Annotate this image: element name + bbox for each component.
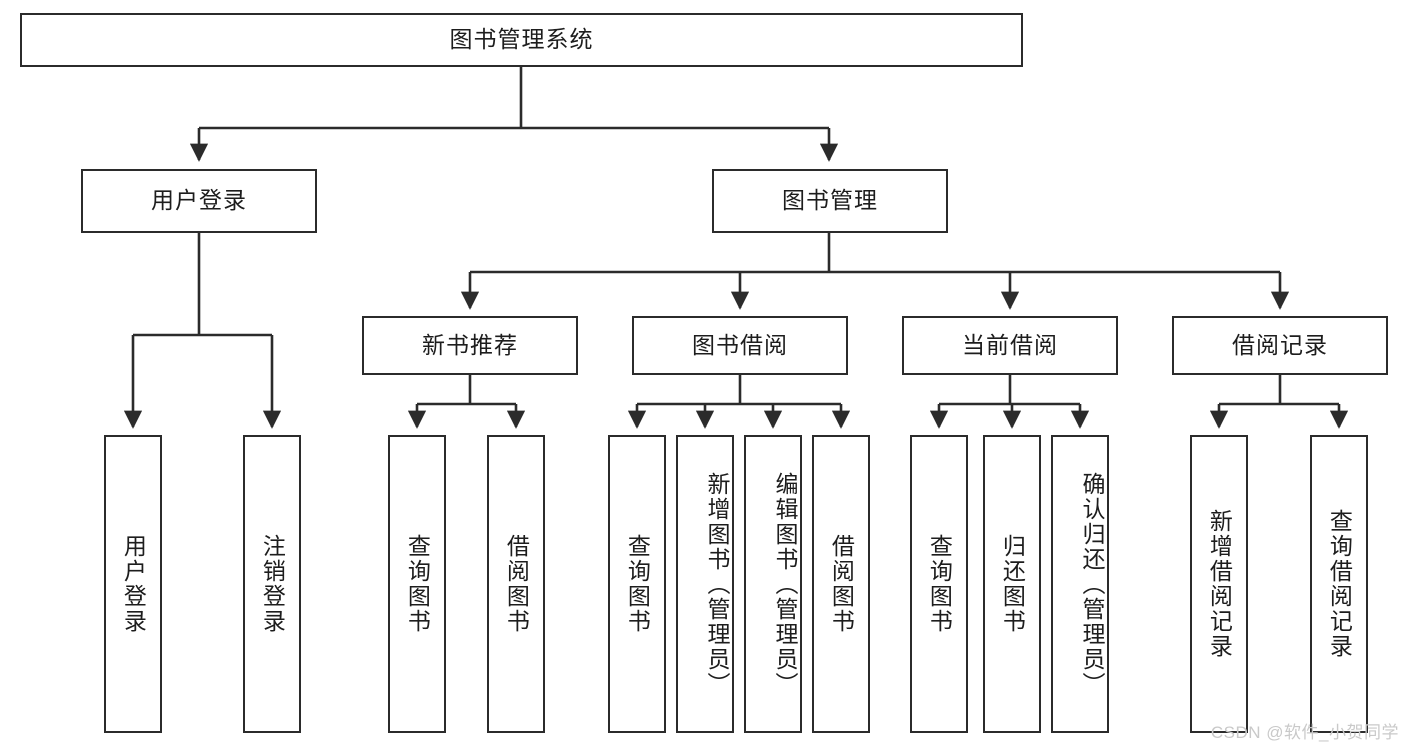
node-label: 新增图书（管理员）	[704, 471, 730, 697]
node-leaf-cur-query[interactable]: 查询图书	[910, 435, 968, 733]
node-leaf-cur-confirm[interactable]: 确认归还（管理员）	[1051, 435, 1109, 733]
node-label: 图书借阅	[692, 331, 788, 358]
node-leaf-cur-return[interactable]: 归还图书	[983, 435, 1041, 733]
node-leaf-book-edit[interactable]: 编辑图书（管理员）	[744, 435, 802, 733]
node-leaf-rec-borrow[interactable]: 借阅图书	[487, 435, 545, 733]
node-label: 图书管理	[782, 187, 878, 214]
node-book-manage[interactable]: 图书管理	[712, 169, 948, 233]
node-label: 用户登录	[151, 187, 247, 214]
node-leaf-borrow-query[interactable]: 查询图书	[608, 435, 666, 733]
node-label: 查询图书	[404, 534, 431, 634]
node-user-login[interactable]: 用户登录	[81, 169, 317, 233]
node-label: 注销登录	[259, 534, 286, 634]
node-label: 归还图书	[999, 534, 1026, 634]
node-borrow-record[interactable]: 借阅记录	[1172, 316, 1388, 375]
node-book-borrow[interactable]: 图书借阅	[632, 316, 848, 375]
node-label: 借阅图书	[503, 534, 530, 634]
node-label: 新增借阅记录	[1206, 509, 1233, 659]
node-label: 查询图书	[624, 534, 651, 634]
node-leaf-book-add[interactable]: 新增图书（管理员）	[676, 435, 734, 733]
node-label: 当前借阅	[962, 331, 1058, 358]
node-leaf-book-borrow[interactable]: 借阅图书	[812, 435, 870, 733]
node-label: 新书推荐	[422, 331, 518, 358]
node-label: 用户登录	[120, 534, 147, 634]
node-label: 查询借阅记录	[1326, 509, 1353, 659]
node-leaf-rec-search[interactable]: 查询借阅记录	[1310, 435, 1368, 733]
node-label: 借阅图书	[828, 534, 855, 634]
node-leaf-rec-add[interactable]: 新增借阅记录	[1190, 435, 1248, 733]
node-label: 查询图书	[926, 534, 953, 634]
node-leaf-user-login[interactable]: 用户登录	[104, 435, 162, 733]
node-label: 确认归还（管理员）	[1079, 471, 1105, 697]
node-label: 图书管理系统	[449, 26, 594, 53]
node-label: 编辑图书（管理员）	[772, 471, 798, 697]
node-root[interactable]: 图书管理系统	[20, 13, 1023, 67]
node-current-borrow[interactable]: 当前借阅	[902, 316, 1118, 375]
node-leaf-user-logout[interactable]: 注销登录	[243, 435, 301, 733]
node-new-book-rec[interactable]: 新书推荐	[362, 316, 578, 375]
watermark-text: CSDN @软件_小贺同学	[1210, 723, 1399, 742]
node-label: 借阅记录	[1232, 331, 1328, 358]
node-leaf-rec-query[interactable]: 查询图书	[388, 435, 446, 733]
